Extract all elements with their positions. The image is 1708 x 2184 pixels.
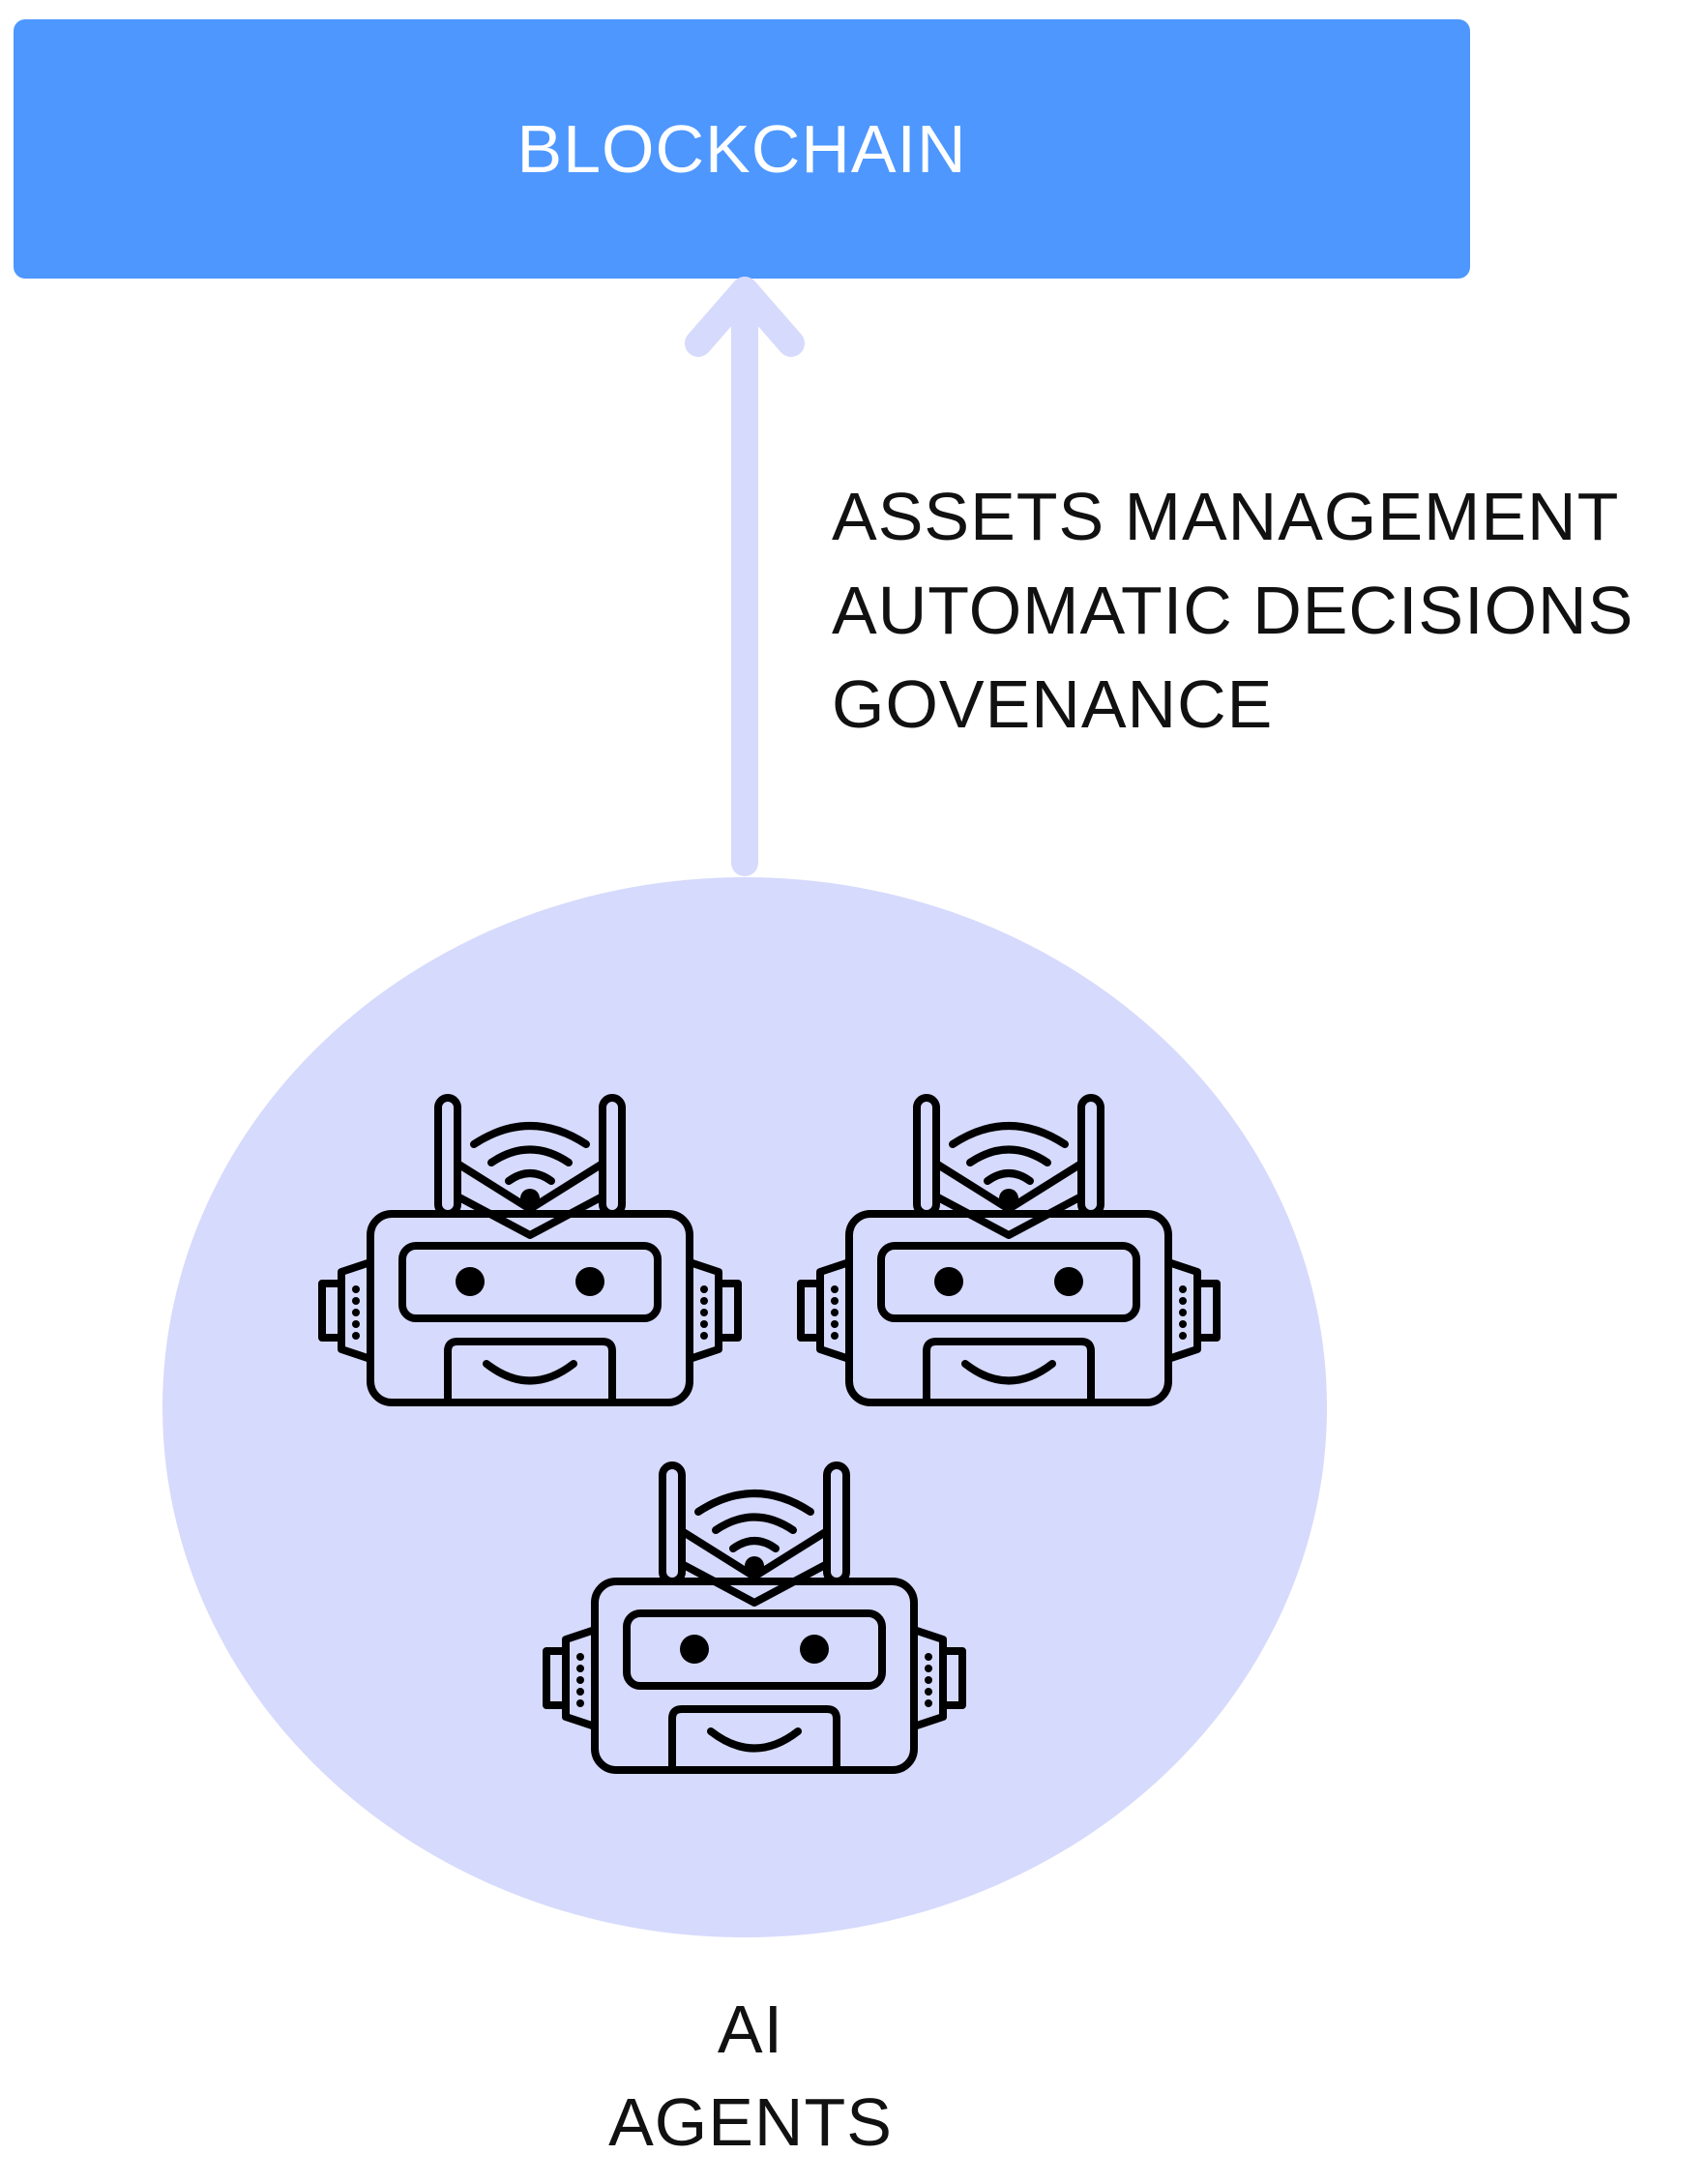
capability-item: GOVENANCE (832, 666, 1274, 742)
agents-label: AI AGENTS (557, 1983, 944, 2169)
agents-label-line1: AI (717, 1992, 784, 2067)
blockchain-node: BLOCKCHAIN (14, 19, 1470, 279)
blockchain-label: BLOCKCHAIN (516, 111, 967, 187)
arrow-up-icon (685, 277, 805, 876)
agents-label-line2: AGENTS (608, 2084, 893, 2160)
capability-item: ASSETS MANAGEMENT (832, 479, 1620, 554)
capability-item: AUTOMATIC DECISIONS (832, 573, 1634, 648)
agents-cluster (162, 877, 1327, 1937)
capabilities-list: ASSETS MANAGEMENT AUTOMATIC DECISIONS GO… (832, 470, 1634, 752)
